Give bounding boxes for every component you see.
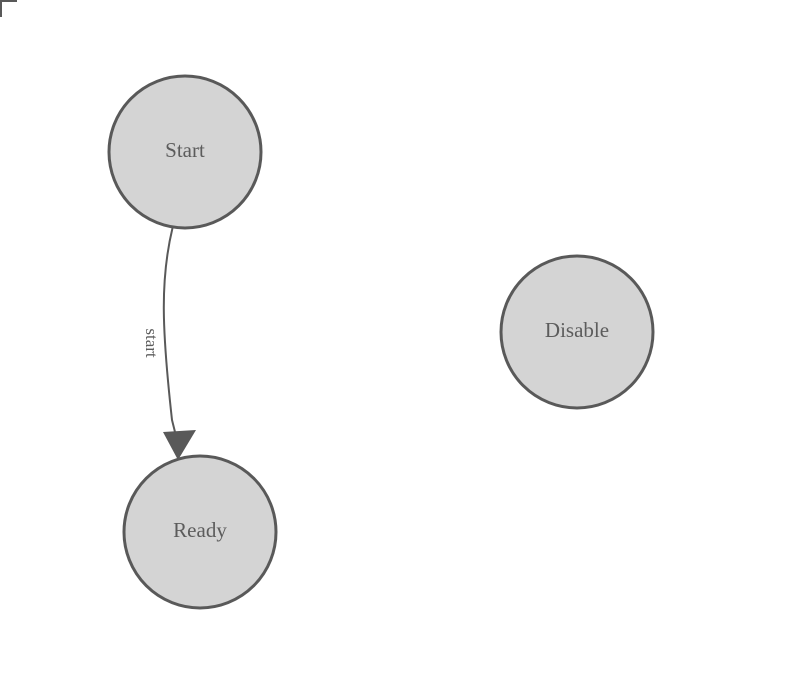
state-node-circle: [107, 74, 263, 230]
crop-corner-marker-icon: [0, 0, 17, 17]
state-node-ready[interactable]: Ready: [122, 454, 278, 610]
edge-start-to-ready[interactable]: start: [142, 227, 196, 460]
edge-arrowhead-icon: [163, 430, 196, 460]
edge-path: [162, 227, 178, 441]
state-node-circle: [499, 254, 655, 410]
state-node-start[interactable]: Start: [107, 74, 263, 230]
state-node-label: Start: [165, 138, 205, 162]
edge-label-start: start: [142, 328, 161, 358]
state-node-label: Disable: [545, 318, 609, 342]
state-node-label: Ready: [173, 518, 227, 542]
state-node-disable[interactable]: Disable: [499, 254, 655, 410]
state-node-circle: [122, 454, 278, 610]
